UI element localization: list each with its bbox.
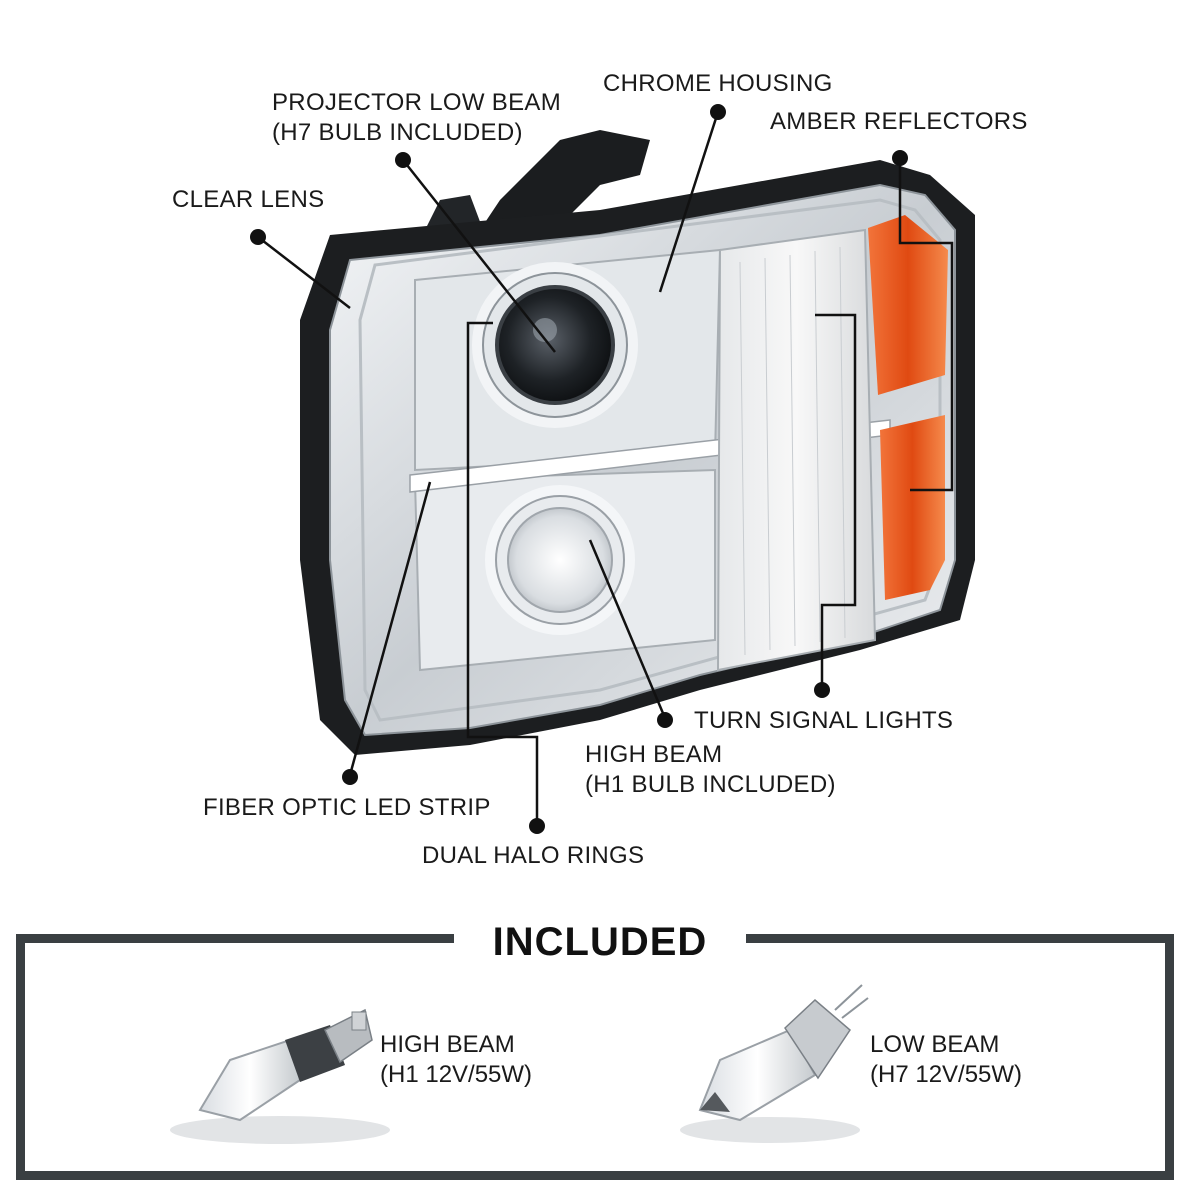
dot-projector: [395, 152, 411, 168]
low-beam-bulb-label: LOW BEAM (H7 12V/55W): [870, 1030, 1022, 1090]
label-fiber-optic-led-strip: FIBER OPTIC LED STRIP: [203, 794, 491, 821]
h7-bulb-image: [680, 984, 869, 1143]
callout-lines: [257, 111, 954, 825]
label-turn-signal-lights: TURN SIGNAL LIGHTS: [694, 707, 954, 734]
included-box: [16, 938, 1174, 1180]
label-projector-low-beam-line2: (H7 BULB INCLUDED): [272, 119, 523, 146]
turn-signal-lens: [716, 228, 877, 672]
h1-bulb-image: [170, 1008, 390, 1144]
label-projector-low-beam-line1: PROJECTOR LOW BEAM: [272, 89, 561, 116]
dot-fiber-optic: [342, 769, 358, 785]
clear-lens: [358, 198, 942, 722]
dot-amber: [892, 150, 908, 166]
label-clear-lens: CLEAR LENS: [172, 186, 325, 213]
low-beam-bulb-line1: LOW BEAM: [870, 1031, 1000, 1058]
label-high-beam-line2: (H1 BULB INCLUDED): [585, 771, 836, 798]
included-title: INCLUDED: [492, 920, 708, 964]
included-box-top-left: [16, 934, 454, 943]
low-beam-bulb-line2: (H7 12V/55W): [870, 1061, 1023, 1088]
amber-reflector-lower: [880, 415, 945, 600]
callout-dots: [250, 104, 908, 834]
dot-clear-lens: [250, 229, 266, 245]
high-beam-bulb-line2: (H1 12V/55W): [380, 1061, 533, 1088]
label-chrome-housing: CHROME HOUSING: [603, 70, 833, 97]
lower-halo-ring: [485, 485, 635, 635]
high-beam-bulb-line1: HIGH BEAM: [380, 1031, 515, 1058]
projector-lens: [495, 285, 615, 405]
label-projector-low-beam: PROJECTOR LOW BEAM (H7 BULB INCLUDED): [272, 88, 561, 148]
label-high-beam: HIGH BEAM (H1 BULB INCLUDED): [585, 740, 836, 800]
amber-reflector-upper: [868, 215, 948, 395]
label-dual-halo-rings: DUAL HALO RINGS: [422, 842, 645, 869]
high-beam-reflector: [507, 507, 613, 613]
included-box-top-right: [746, 934, 1174, 943]
dot-halo: [529, 818, 545, 834]
label-high-beam-line1: HIGH BEAM: [585, 741, 723, 768]
label-amber-reflectors: AMBER REFLECTORS: [770, 108, 1028, 135]
dot-turn-signal: [814, 682, 830, 698]
high-beam-bulb-label: HIGH BEAM (H1 12V/55W): [380, 1030, 532, 1090]
upper-halo-ring: [472, 262, 638, 428]
dot-chrome: [710, 104, 726, 120]
dot-high-beam: [657, 712, 673, 728]
